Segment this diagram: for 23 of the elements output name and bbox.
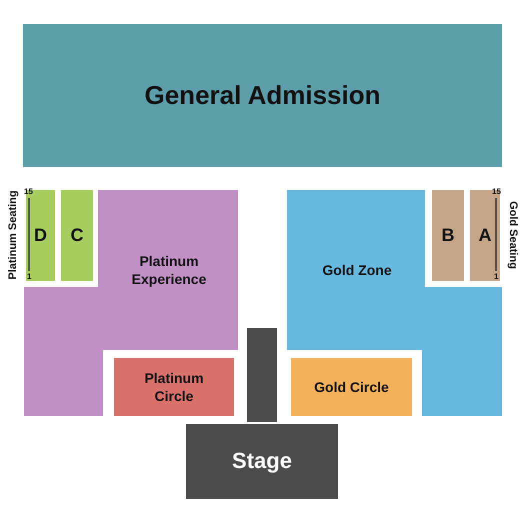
- seating-section: [23, 24, 502, 167]
- side-label: Platinum Seating: [7, 190, 19, 280]
- section-label: D: [34, 224, 47, 247]
- seating-block: [61, 190, 93, 281]
- section-label: Gold Zone: [322, 260, 392, 280]
- seating-block: [432, 190, 464, 281]
- row-number: 1: [494, 272, 498, 281]
- catwalk: [247, 328, 277, 422]
- section-label: C: [70, 224, 84, 247]
- section-label: Platinum Circle: [143, 368, 205, 406]
- section-label: A: [478, 224, 492, 247]
- section-label: Gold Circle: [314, 378, 389, 396]
- section-label: Stage: [232, 447, 292, 476]
- seating-section: [114, 358, 234, 416]
- seating-block: [26, 190, 55, 281]
- section-label: General Admission: [144, 78, 380, 112]
- seating-block: [470, 190, 500, 281]
- row-number: 1: [27, 272, 32, 281]
- section-label: B: [442, 224, 454, 247]
- section-label: Platinum Experience: [130, 252, 208, 288]
- side-label: Gold Seating: [507, 200, 519, 271]
- seating-section: [291, 358, 412, 416]
- stage-platform: [186, 424, 338, 499]
